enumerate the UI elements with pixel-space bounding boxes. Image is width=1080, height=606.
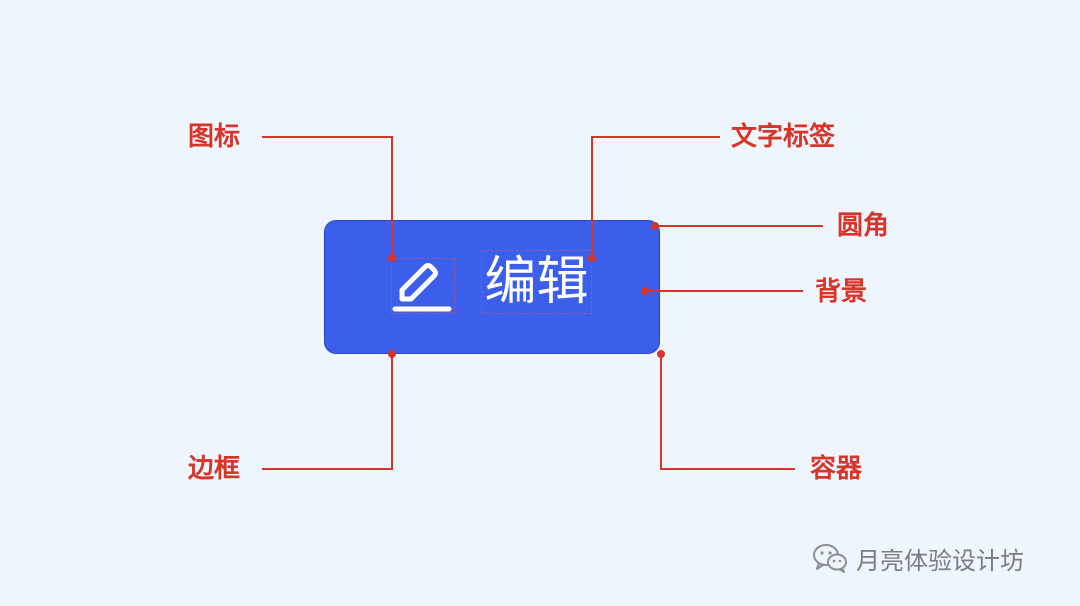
anchor-dot-icon bbox=[388, 254, 396, 262]
annotation-label-icon: 图标 bbox=[188, 122, 241, 152]
anchor-dot-border bbox=[388, 350, 396, 358]
button-text-label: 编辑 bbox=[481, 250, 592, 314]
demo-edit-button[interactable] bbox=[324, 220, 660, 354]
leader-line-icon bbox=[262, 136, 393, 258]
watermark: 月亮体验设计坊 bbox=[812, 540, 1024, 576]
annotation-label-border: 边框 bbox=[188, 454, 241, 484]
leader-line-border bbox=[262, 354, 393, 470]
annotation-label-background: 背景 bbox=[815, 277, 868, 307]
leader-line-text-label bbox=[591, 136, 720, 258]
wechat-icon bbox=[813, 544, 847, 573]
annotation-label-corner-radius: 圆角 bbox=[837, 211, 890, 241]
anchor-dot-corner-radius bbox=[651, 222, 659, 230]
annotation-label-text-label: 文字标签 bbox=[731, 122, 836, 152]
anchor-dot-text-label bbox=[588, 254, 596, 262]
leader-line-container bbox=[660, 354, 795, 470]
annotation-label-container: 容器 bbox=[810, 454, 863, 484]
button-icon-area bbox=[391, 258, 455, 314]
anchor-dot-background bbox=[641, 287, 649, 295]
anchor-dot-container bbox=[657, 350, 665, 358]
watermark-text: 月亮体验设计坊 bbox=[856, 546, 1024, 575]
pencil-edit-icon bbox=[392, 263, 452, 312]
